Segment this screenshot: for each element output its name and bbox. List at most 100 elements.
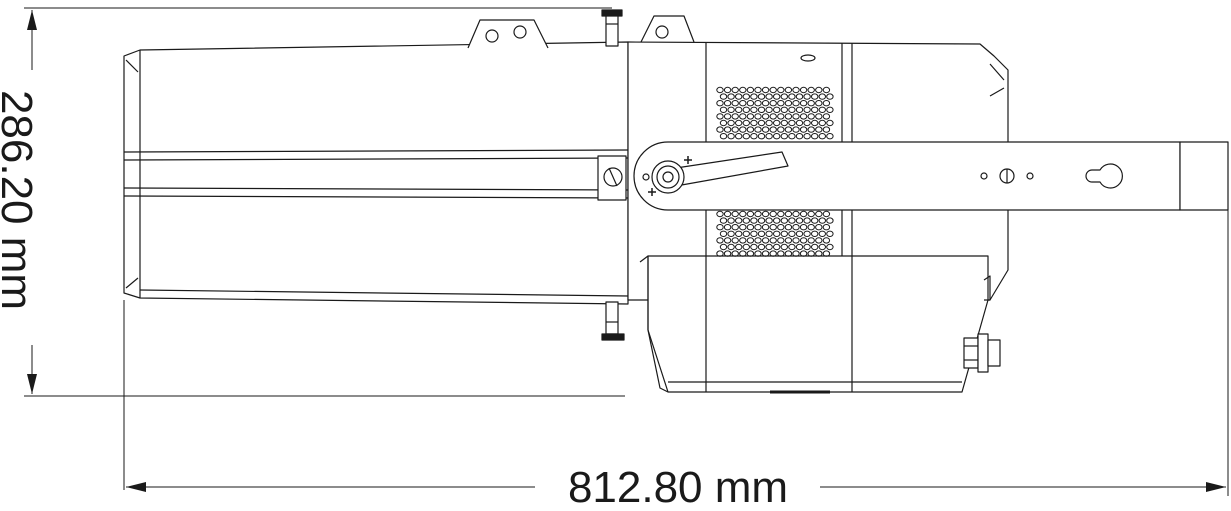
width-dimension-label: 812.80 mm [568,463,788,511]
vent-hole [731,126,739,133]
height-dimension-label: 286.20 mm [0,90,41,310]
vent-hole [811,243,819,251]
vent-hole [792,113,800,120]
vent-hole [716,210,724,218]
vent-hole [818,230,826,238]
vent-hole [765,119,773,127]
vent-hole [769,100,777,107]
vent-hole [769,210,777,218]
vent-hole [811,133,819,140]
vent-hole [822,126,831,133]
vent-hole [811,230,819,238]
vent-hole [765,93,773,100]
keyhole-slot [1085,163,1123,189]
bracket-hole-small [980,172,988,180]
vent-hole [803,133,811,140]
vent-hole [727,133,735,140]
vent-hole [739,210,747,218]
vent-hole [780,217,788,224]
vent-hole [799,113,808,120]
vent-hole [731,250,739,257]
vent-hole [773,119,781,127]
vent-hole [807,100,815,107]
vent-hole [784,237,793,244]
vent-hole [799,126,808,133]
vent-hole [788,230,796,238]
vent-hole [788,133,796,140]
vent-hole [799,237,808,244]
vent-hole [750,217,758,224]
vent-hole [803,93,811,100]
vent-hole [799,86,808,94]
vent-hole [780,106,788,114]
vent-hole [719,230,728,238]
vent-hole [780,243,788,251]
vent-hole [792,86,800,94]
vent-hole [716,126,724,133]
vent-hole [757,217,766,224]
vent-hole [761,224,770,231]
vent-hole [826,217,834,224]
vent-hole [788,93,796,100]
vent-hole [757,133,766,140]
vent-hole [784,126,793,133]
vent-hole [815,210,823,218]
vent-hole [716,250,724,257]
vent-hole [795,93,804,100]
vent-hole [826,230,834,238]
vent-hole [784,86,793,94]
vent-hole [731,224,739,231]
vent-hole [803,217,811,224]
vent-grille-lower [716,210,834,257]
pivot-dot [642,173,650,181]
vent-hole [735,243,743,251]
vent-hole [731,86,739,94]
vent-hole [731,113,739,120]
vent-hole [727,119,735,127]
vent-hole [784,250,793,257]
vent-hole [716,224,724,231]
vent-hole [803,243,811,251]
vent-hole [818,106,826,114]
top-screw [601,9,623,47]
vent-hole [815,100,823,107]
vent-hole [769,126,777,133]
vent-hole [739,250,747,257]
vent-hole [731,100,739,107]
tube-side-knob [597,155,627,201]
vent-hole [716,86,724,94]
vent-hole [792,210,800,218]
vent-hole [750,230,758,238]
vent-hole [754,100,762,107]
vent-hole [811,217,819,224]
vent-hole [727,217,735,224]
vent-hole [754,113,762,120]
vent-hole [780,133,788,140]
vent-hole [811,106,819,114]
vent-hole [735,106,743,114]
vent-hole [716,113,724,120]
tilt-lock-lever [642,151,789,194]
vent-hole [719,106,728,114]
vent-hole [826,93,834,100]
vent-hole [799,210,808,218]
vent-hole [773,106,781,114]
vent-hole [746,224,755,231]
tilt-marks [648,156,692,196]
vent-hole [750,119,758,127]
vent-hole [811,119,819,127]
vent-hole [735,119,743,127]
bottom-screw [601,301,625,341]
vent-hole [807,250,815,257]
vent-hole [803,119,811,127]
vent-hole [818,119,826,127]
vent-hole [773,243,781,251]
vent-hole [803,230,811,238]
vent-hole [761,113,770,120]
vent-hole [735,217,743,224]
vent-hole [723,224,732,231]
vent-hole [792,250,800,257]
vent-hole [750,243,758,251]
vent-hole [757,243,766,251]
vent-hole [727,243,735,251]
